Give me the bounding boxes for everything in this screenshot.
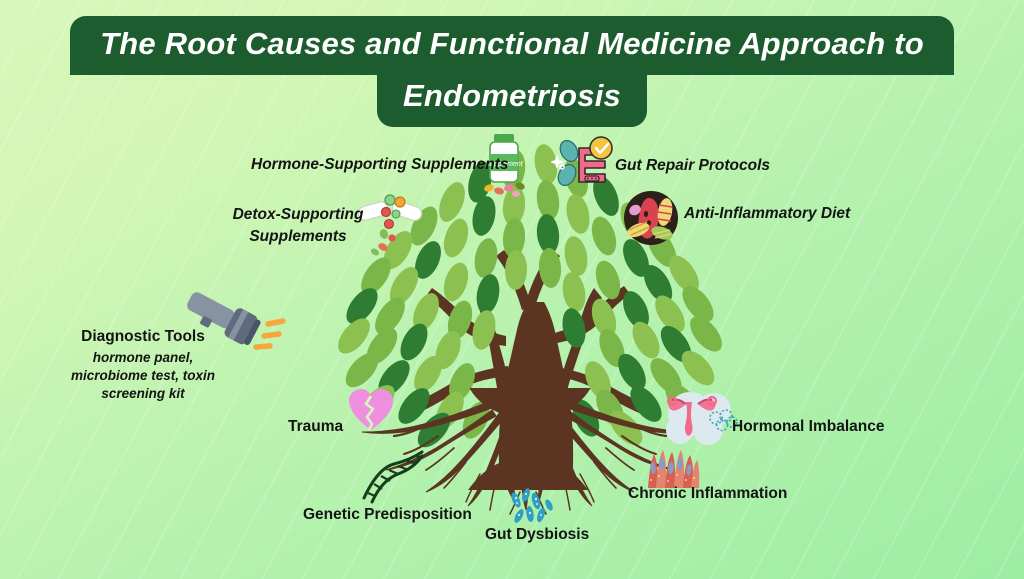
supplement-bottle-icon: Supplement [484, 134, 525, 198]
uterus-icon [666, 392, 738, 445]
label-gut-dysbiosis: Gut Dysbiosis [485, 526, 590, 543]
page-title-line-2: Endometriosis [377, 72, 647, 128]
page-title-line-1: The Root Causes and Functional Medicine … [70, 16, 954, 75]
broken-heart-icon [349, 389, 393, 431]
bacteria-icon [511, 488, 553, 523]
svg-text:Supplement: Supplement [485, 161, 523, 168]
diagnostic-tools-heading: Diagnostic Tools [81, 328, 205, 345]
diagnostic-tools-subtext: hormone panel, microbiome test, toxin sc… [70, 350, 216, 401]
detox-capsules-icon [357, 194, 423, 256]
label-genetic-predisposition: Genetic Predisposition [303, 506, 472, 523]
inflamed-tissue-icon [648, 450, 700, 488]
label-gut-repair-protocols: Gut Repair Protocols [615, 157, 771, 174]
label-detox-supporting-supplements: Detox-Supporting Supplements [232, 206, 364, 246]
label-hormonal-imbalance: Hormonal Imbalance [732, 418, 885, 435]
dna-helix-icon [362, 450, 424, 504]
gut-repair-icon [551, 136, 613, 187]
food-plate-icon [624, 191, 678, 245]
tree-leaves [338, 144, 722, 448]
title-block: The Root Causes and Functional Medicine … [0, 16, 1024, 128]
label-chronic-inflammation: Chronic Inflammation [628, 485, 788, 502]
flashlight-icon [187, 292, 286, 350]
label-diagnostic-tools: Diagnostic Tools hormone panel, microbio… [68, 328, 218, 402]
label-anti-inflammatory-diet: Anti-Inflammatory Diet [684, 205, 851, 222]
tree-illustration [338, 144, 722, 490]
label-hormone-supporting-supplements: Hormone-Supporting Supplements [251, 156, 509, 173]
label-trauma: Trauma [288, 418, 344, 435]
